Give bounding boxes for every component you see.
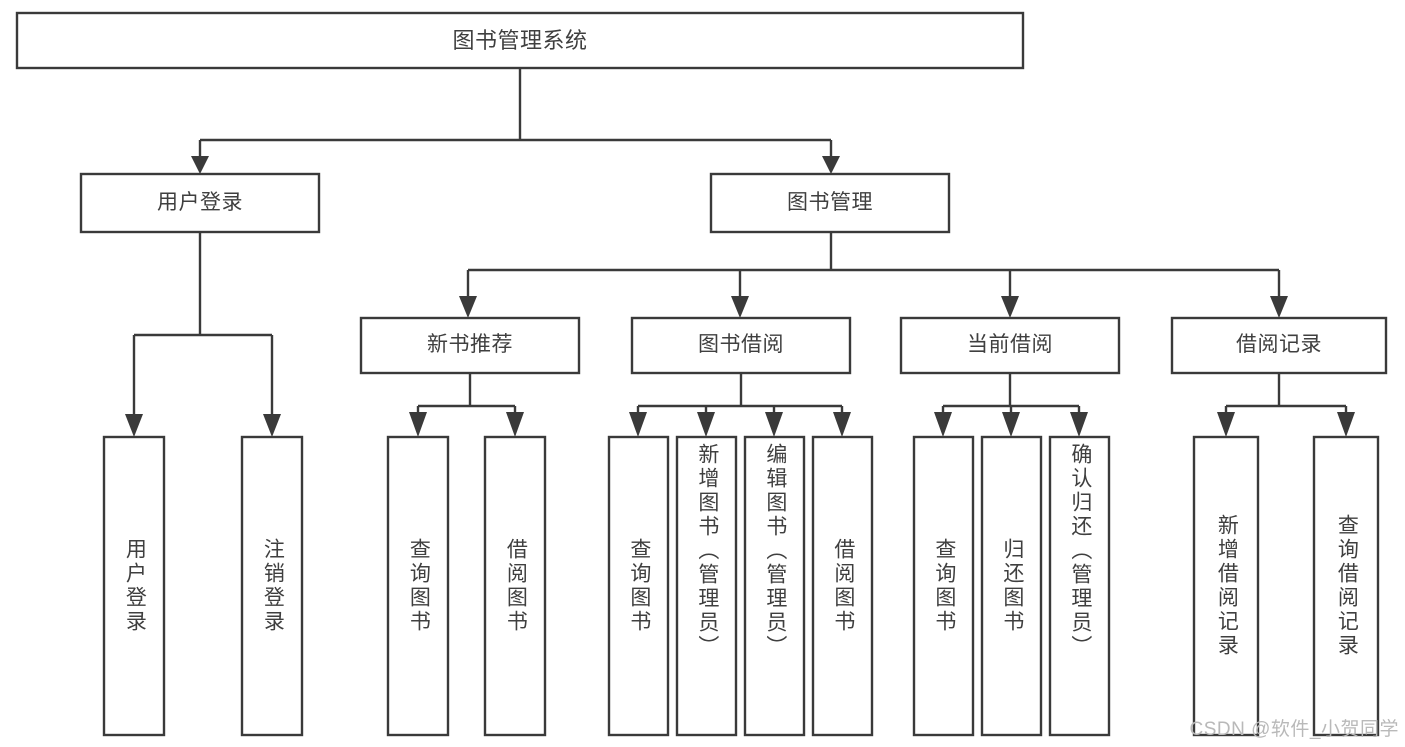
node-box-leaf-user-login-0[interactable] — [102, 435, 166, 737]
arrow-head-leaf-book-borrow-3 — [833, 412, 851, 437]
arrow-head-leaf-book-borrow-1 — [697, 412, 715, 437]
node-box-leaf-book-borrow-2[interactable] — [743, 435, 806, 737]
node-box-new-book-recommend[interactable] — [359, 316, 581, 375]
arrow-head-leaf-book-borrow-2 — [765, 412, 783, 437]
arrow-head-leaf-new-book-1 — [506, 412, 524, 437]
arrow-head-current-borrow — [1001, 296, 1019, 318]
arrow-head-new-book-recommend — [459, 296, 477, 318]
node-box-leaf-book-borrow-1[interactable] — [675, 435, 738, 737]
arrow-head-leaf-new-book-0 — [409, 412, 427, 437]
node-box-leaf-borrow-record-0[interactable] — [1192, 435, 1260, 737]
node-box-leaf-book-borrow-3[interactable] — [811, 435, 874, 737]
node-box-leaf-borrow-record-1[interactable] — [1312, 435, 1380, 737]
node-box-root[interactable] — [15, 11, 1025, 70]
arrow-head-user-login — [191, 156, 209, 174]
node-box-borrow-record[interactable] — [1170, 316, 1388, 375]
node-box-leaf-current-borrow-2[interactable] — [1048, 435, 1111, 737]
arrow-head-leaf-borrow-record-1 — [1337, 412, 1355, 437]
node-box-leaf-book-borrow-0[interactable] — [607, 435, 670, 737]
arrow-head-book-management — [822, 156, 840, 174]
arrow-head-book-borrow — [731, 296, 749, 318]
node-box-user-login[interactable] — [79, 172, 321, 234]
arrow-head-leaf-user-login-1 — [263, 414, 281, 437]
arrow-head-leaf-borrow-record-0 — [1217, 412, 1235, 437]
arrow-head-leaf-book-borrow-0 — [629, 412, 647, 437]
arrow-head-leaf-current-borrow-0 — [934, 412, 952, 437]
node-box-leaf-user-login-1[interactable] — [240, 435, 304, 737]
arrow-head-borrow-record — [1270, 296, 1288, 318]
arrow-head-leaf-user-login-0 — [125, 414, 143, 437]
arrow-head-leaf-current-borrow-1 — [1002, 412, 1020, 437]
node-box-leaf-current-borrow-1[interactable] — [980, 435, 1043, 737]
node-box-leaf-new-book-1[interactable] — [483, 435, 547, 737]
node-box-book-borrow[interactable] — [630, 316, 852, 375]
node-box-current-borrow[interactable] — [899, 316, 1121, 375]
node-box-leaf-current-borrow-0[interactable] — [912, 435, 975, 737]
node-box-book-management[interactable] — [709, 172, 951, 234]
arrow-head-leaf-current-borrow-2 — [1070, 412, 1088, 437]
node-box-leaf-new-book-0[interactable] — [386, 435, 450, 737]
